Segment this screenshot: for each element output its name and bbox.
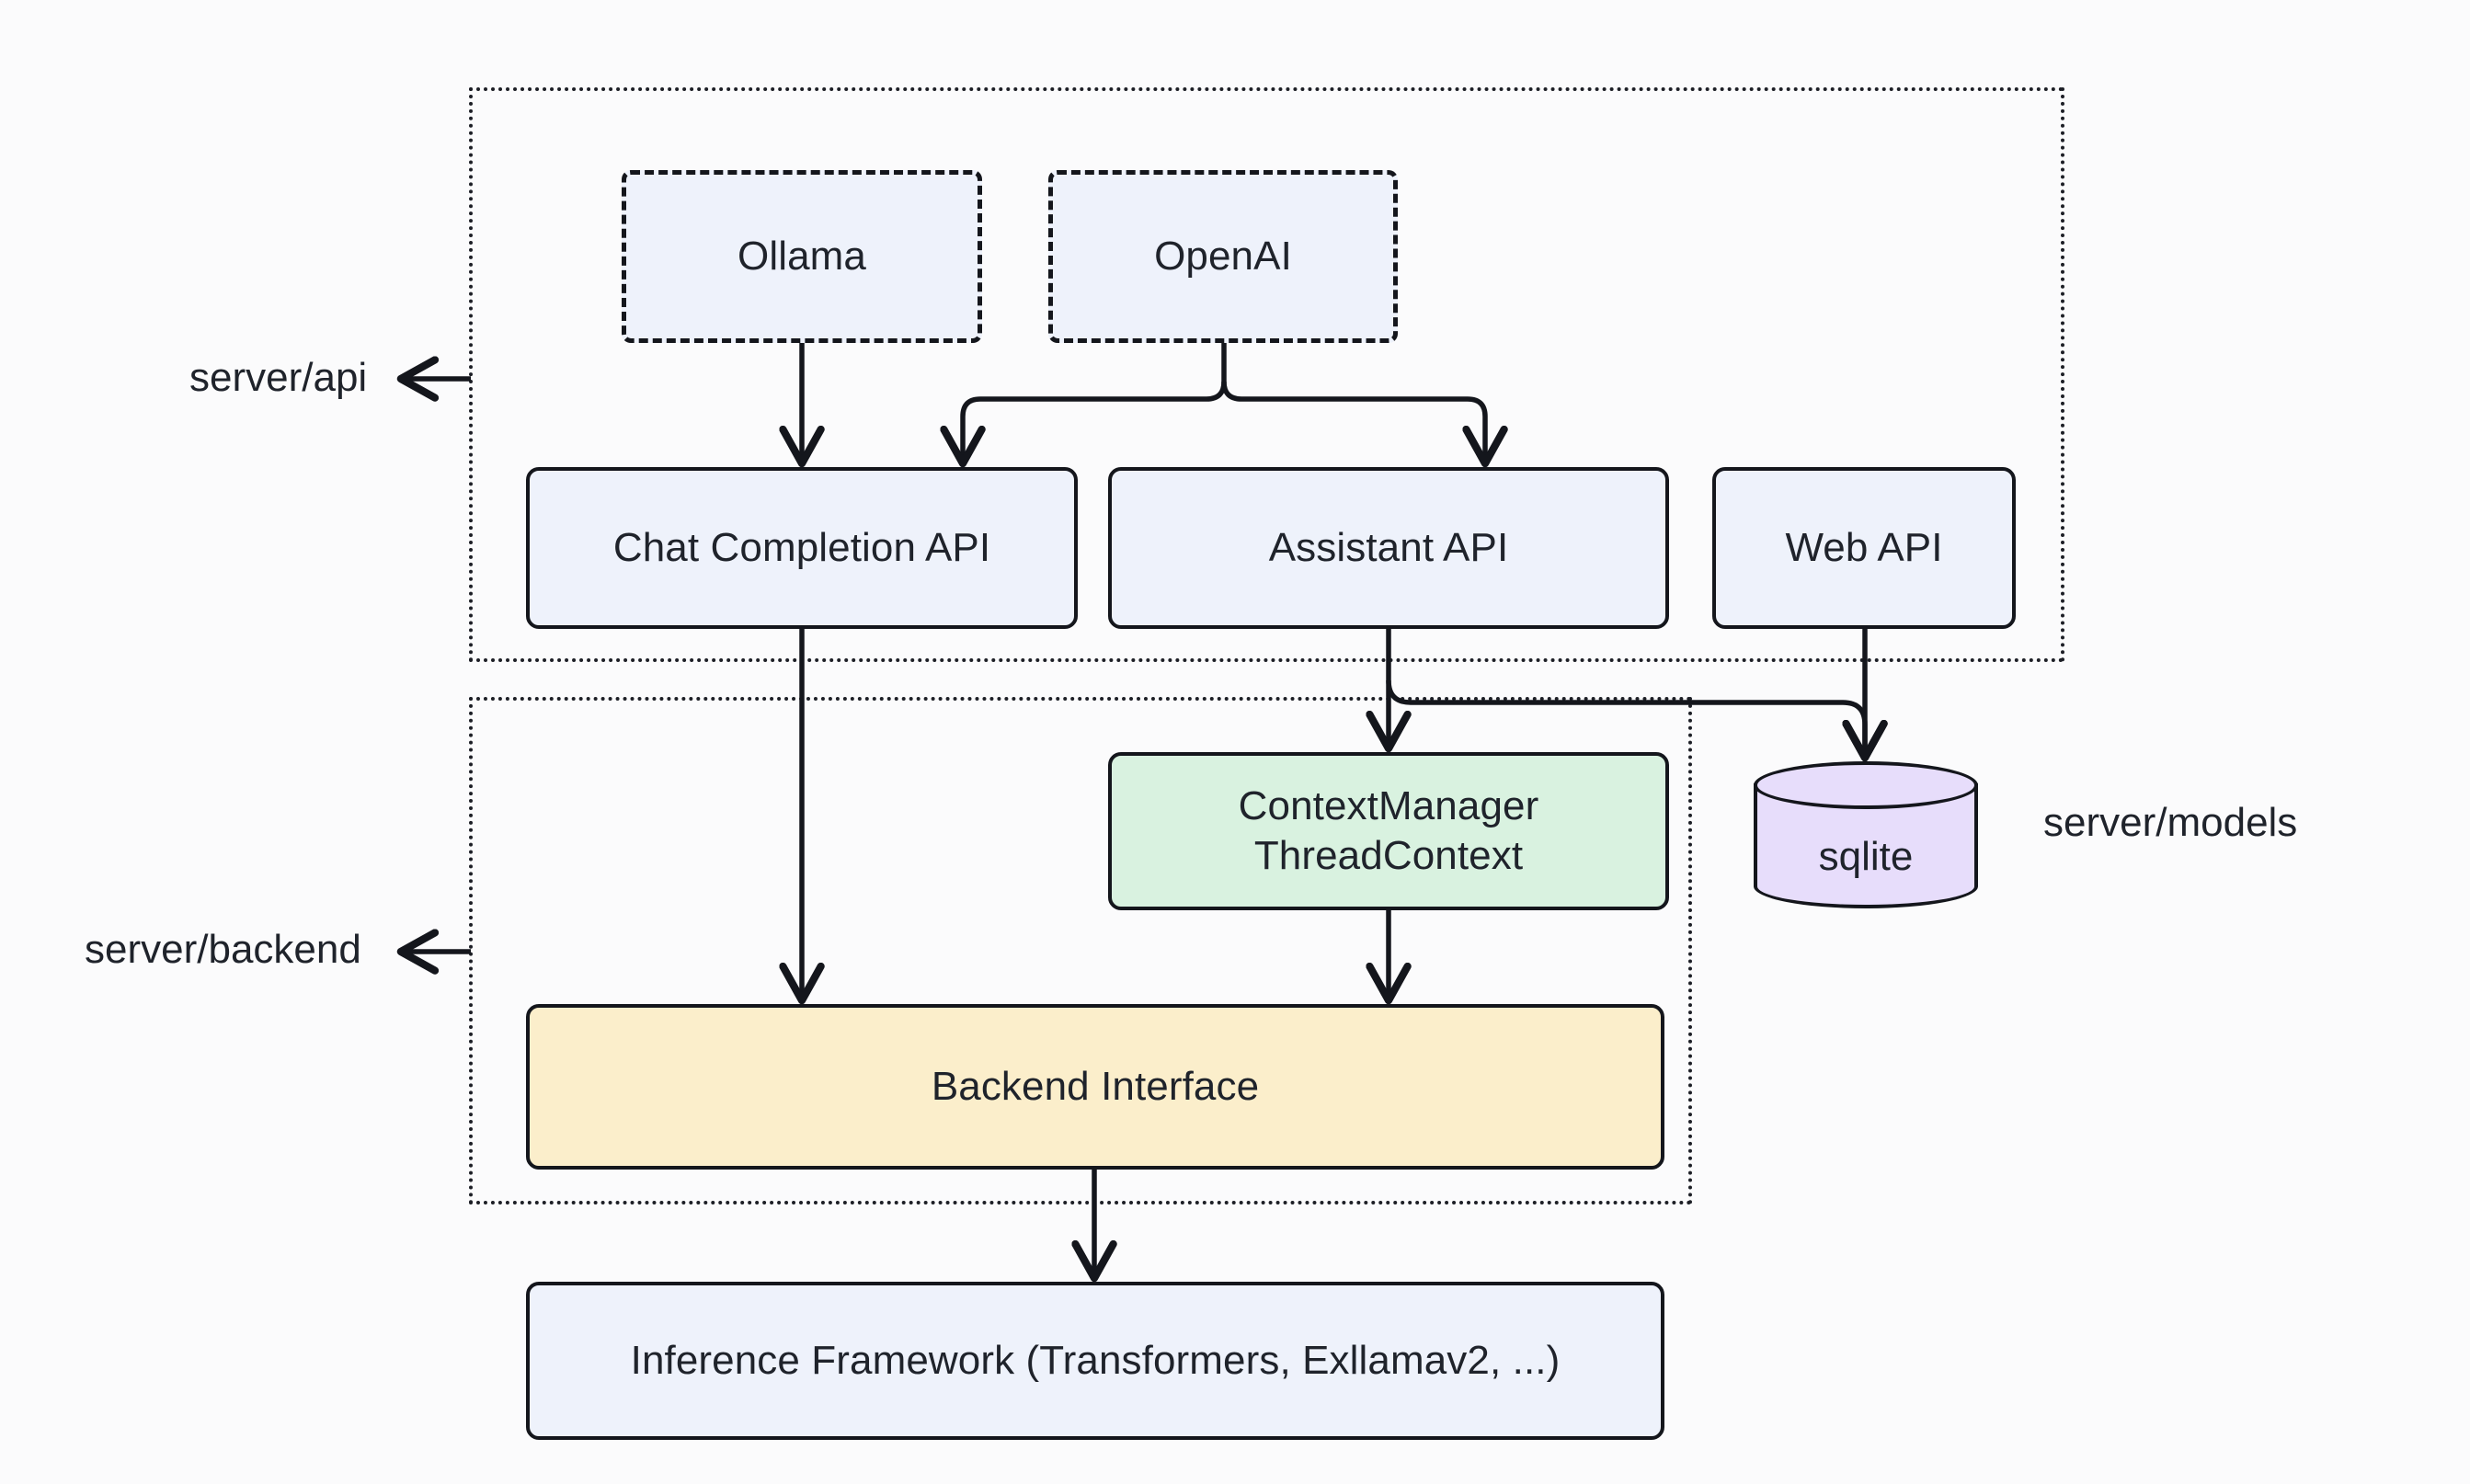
node-assistant-api[interactable]: Assistant API	[1108, 467, 1669, 629]
node-ollama[interactable]: Ollama	[622, 170, 982, 343]
node-sqlite[interactable]: sqlite	[1754, 761, 1978, 908]
node-chat-completion-api-label: Chat Completion API	[612, 525, 991, 571]
node-ollama-label: Ollama	[738, 234, 866, 280]
node-chat-completion-api[interactable]: Chat Completion API	[526, 467, 1078, 629]
node-backend-interface[interactable]: Backend Interface	[526, 1004, 1664, 1170]
label-server-api-text: server/api	[189, 355, 368, 400]
node-context-manager-label-line-2: ThreadContext	[1253, 833, 1524, 878]
group-server-api	[469, 87, 2064, 662]
node-assistant-api-label: Assistant API	[1268, 525, 1509, 571]
node-context-manager-label-line-1: ContextManager	[1238, 783, 1539, 829]
node-openai-label: OpenAI	[1154, 234, 1292, 280]
node-openai[interactable]: OpenAI	[1048, 170, 1398, 343]
label-server-backend-text: server/backend	[85, 927, 361, 972]
sqlite-cylinder-top	[1754, 761, 1978, 809]
label-server-api: server/api	[189, 355, 367, 401]
node-inference-framework[interactable]: Inference Framework (Transformers, Exlla…	[526, 1282, 1664, 1440]
node-inference-framework-label: Inference Framework (Transformers, Exlla…	[630, 1338, 1561, 1384]
node-backend-interface-label: Backend Interface	[931, 1064, 1260, 1110]
node-sqlite-label: sqlite	[1818, 834, 1914, 879]
label-server-models: server/models	[2043, 800, 2297, 846]
label-server-models-text: server/models	[2043, 800, 2298, 845]
label-server-backend: server/backend	[85, 927, 361, 973]
node-context-manager[interactable]: ContextManager ThreadContext	[1108, 752, 1669, 910]
node-web-api[interactable]: Web API	[1712, 467, 2016, 629]
group-server-backend	[469, 697, 1692, 1204]
node-web-api-label: Web API	[1785, 525, 1943, 571]
